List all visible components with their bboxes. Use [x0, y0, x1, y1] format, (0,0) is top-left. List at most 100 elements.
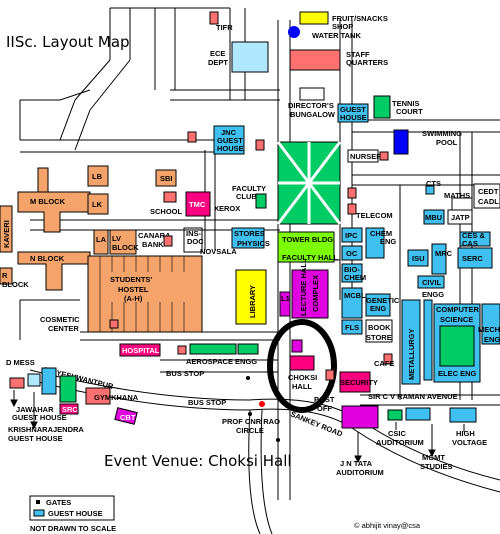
bldg-mcbl[interactable]	[341, 287, 363, 319]
bldg-csic[interactable]	[387, 409, 403, 421]
bldg-stores[interactable]	[231, 227, 265, 249]
bldg-small-3[interactable]	[379, 151, 389, 161]
label-fls: FLS	[345, 323, 359, 332]
bldg-jnc-guest-house[interactable]	[213, 125, 245, 155]
bldg-small-2[interactable]	[255, 139, 265, 151]
bldg-isu[interactable]	[407, 249, 429, 267]
bldg-mrc[interactable]	[431, 243, 447, 275]
label-mech: MECH	[478, 325, 500, 334]
bldg-lb[interactable]	[87, 165, 109, 187]
bldg-kaveri[interactable]	[0, 205, 13, 253]
bldg-ces-cas[interactable]	[459, 231, 491, 247]
bldg-lk[interactable]	[87, 193, 109, 215]
label-book: BOOK	[368, 323, 391, 332]
bldg-small-1[interactable]	[187, 131, 197, 143]
label-civil: CIVIL	[422, 278, 442, 287]
bldg-mech[interactable]	[481, 303, 500, 345]
bldg-genetic[interactable]	[365, 293, 391, 317]
bldg-mbu[interactable]	[423, 209, 445, 225]
bldg-fruit-shop[interactable]	[299, 11, 329, 25]
bldg-sbi[interactable]	[155, 169, 177, 187]
bldg-guest-house[interactable]	[337, 103, 369, 123]
bldg-jn-tata-auditorium[interactable]	[341, 405, 379, 429]
bldg-book-store[interactable]	[365, 319, 393, 343]
bldg-fls[interactable]	[341, 319, 363, 335]
bldg-choksi-annex[interactable]	[291, 339, 303, 353]
bldg-security[interactable]	[339, 371, 371, 393]
legend-gates-label: GATES	[46, 498, 71, 507]
bldg-high-voltage[interactable]	[449, 407, 477, 423]
bldg-tmc[interactable]	[185, 191, 211, 217]
bldg-small-8[interactable]	[383, 353, 393, 365]
bldg-la[interactable]	[93, 229, 109, 255]
prof-cnr-rao-circle[interactable]	[259, 401, 265, 407]
label-chem2: CHEM	[344, 273, 366, 282]
label-m-block: M BLOCK	[30, 197, 66, 206]
bldg-jawahar-3[interactable]	[59, 375, 77, 403]
bldg-m-wing[interactable]	[37, 167, 49, 193]
bldg-nursery[interactable]	[347, 149, 379, 163]
bldg-lv-block[interactable]	[109, 229, 137, 255]
bldg-choksi-hall[interactable]	[289, 355, 315, 371]
bldg-small-4[interactable]	[347, 187, 357, 199]
label-telecom: TELECOM	[356, 211, 393, 220]
label-aerospace: AEROSPACE ENGG	[186, 357, 257, 366]
bldg-aerospace[interactable]	[189, 343, 237, 355]
bldg-chem-eng[interactable]	[365, 227, 385, 259]
bldg-lecture-hall[interactable]	[291, 269, 329, 319]
bldg-small-7[interactable]	[423, 299, 433, 381]
bldg-biochem[interactable]	[341, 263, 363, 283]
bldg-l1[interactable]	[279, 291, 291, 317]
bldg-gymkhana[interactable]	[85, 387, 111, 405]
label-nursery: NURSERY	[350, 152, 386, 161]
bldg-cbt[interactable]	[114, 407, 138, 425]
gate-3[interactable]	[276, 438, 280, 442]
bldg-jawahar-1[interactable]	[27, 373, 41, 387]
label-oc: OC	[346, 249, 358, 258]
gate-1[interactable]	[246, 376, 250, 380]
bldg-tower[interactable]	[277, 231, 335, 263]
label-lv-block: BLOCK	[112, 243, 139, 252]
credit: © abhijit vinay@csa	[354, 521, 421, 530]
bldg-aero-2[interactable]	[237, 343, 259, 355]
water-tank[interactable]	[288, 26, 300, 38]
bldg-oc[interactable]	[341, 245, 363, 261]
bldg-civil[interactable]	[417, 275, 445, 289]
bldg-small-11[interactable]	[325, 369, 335, 381]
bldg-ipc[interactable]	[341, 227, 363, 243]
bldg-cts[interactable]	[425, 185, 435, 195]
bldg-ins-doc[interactable]	[183, 227, 203, 253]
label-krishnarajendra: KRISHNARAJENDRA	[8, 425, 84, 434]
label-ins: INS-	[186, 229, 202, 238]
label-quarters: QUARTERS	[346, 58, 388, 67]
bldg-small-5[interactable]	[347, 203, 357, 215]
bldg-staff-quarters[interactable]	[289, 49, 341, 71]
bldg-csic-2[interactable]	[405, 407, 431, 421]
bldg-school[interactable]	[163, 191, 177, 203]
label-ece: ECE	[210, 49, 225, 58]
bldg-small-6[interactable]	[163, 235, 173, 247]
bldg-r-block[interactable]	[0, 267, 13, 285]
gate-2[interactable]	[248, 412, 252, 416]
arrows	[10, 390, 465, 464]
bldg-library[interactable]	[235, 269, 267, 325]
label-tower-bldg: TOWER BLDG	[282, 235, 333, 244]
bldg-small-10[interactable]	[177, 345, 187, 355]
bldg-d-mess[interactable]	[9, 377, 25, 389]
bldg-metallurgy[interactable]	[401, 299, 421, 385]
bldg-serc[interactable]	[457, 247, 493, 269]
bldg-jatp[interactable]	[447, 209, 473, 225]
bldg-tifr[interactable]	[209, 11, 219, 25]
bldg-faculty-club[interactable]	[255, 193, 267, 209]
label-jntata-auditorium: AUDITORIUM	[336, 468, 384, 477]
bldg-cedt[interactable]	[473, 183, 500, 209]
swimming-pool[interactable]	[393, 129, 409, 155]
tennis-court[interactable]	[373, 95, 391, 119]
bldg-jawahar-2[interactable]	[41, 367, 57, 395]
bldg-src[interactable]	[59, 403, 79, 415]
label-faculty-club2: CLUB	[236, 192, 257, 201]
bldg-ece[interactable]	[231, 41, 269, 73]
bldg-small-9[interactable]	[109, 319, 119, 329]
bldg-directors-bungalow[interactable]	[299, 87, 325, 101]
bldg-hospital[interactable]	[119, 343, 161, 357]
